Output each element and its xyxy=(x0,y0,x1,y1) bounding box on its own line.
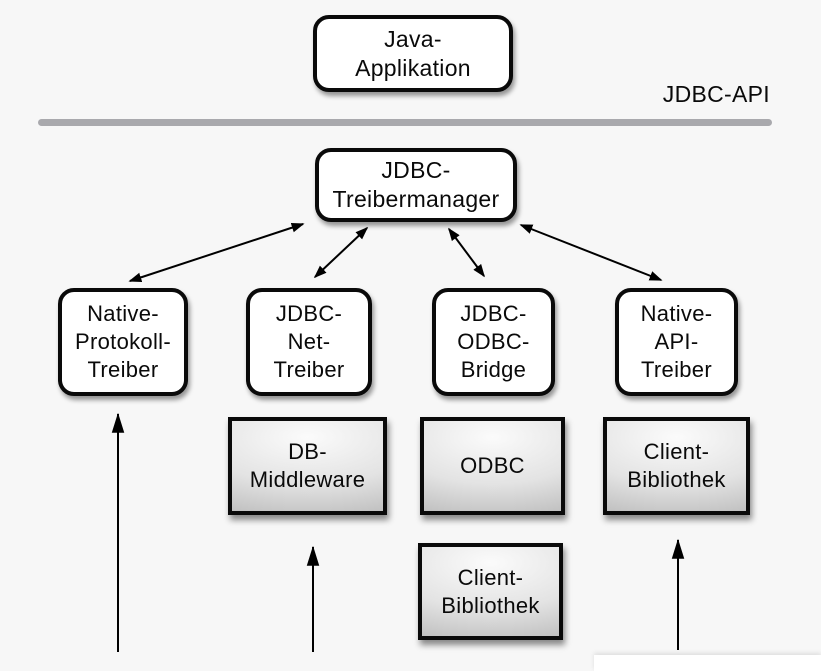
node-java-applikation: Java- Applikation xyxy=(313,15,513,92)
node-client-bibliothek-bottom: Client- Bibliothek xyxy=(418,543,563,640)
node-jdbc-treibermanager: JDBC- Treibermanager xyxy=(315,148,517,222)
jdbc-api-label: JDBC-API xyxy=(662,81,770,107)
arrow-manager-jdbc-odbc xyxy=(448,227,485,278)
node-jdbc-net-treiber: JDBC- Net- Treiber xyxy=(246,288,372,396)
node-client-bibliothek-right: Client- Bibliothek xyxy=(603,417,750,515)
node-native-api-treiber: Native- API- Treiber xyxy=(615,288,738,396)
node-odbc: ODBC xyxy=(420,417,565,515)
partial-box-bottom-right xyxy=(594,655,821,671)
node-native-protokoll-treiber: Native- Protokoll- Treiber xyxy=(58,288,188,396)
node-jdbc-odbc-bridge: JDBC- ODBC- Bridge xyxy=(432,288,555,396)
node-db-middleware: DB- Middleware xyxy=(228,417,387,515)
arrow-manager-native-protokoll xyxy=(128,222,305,283)
jdbc-api-divider xyxy=(38,119,772,126)
arrow-manager-native-api xyxy=(519,224,663,281)
arrow-manager-jdbc-net xyxy=(313,226,369,279)
